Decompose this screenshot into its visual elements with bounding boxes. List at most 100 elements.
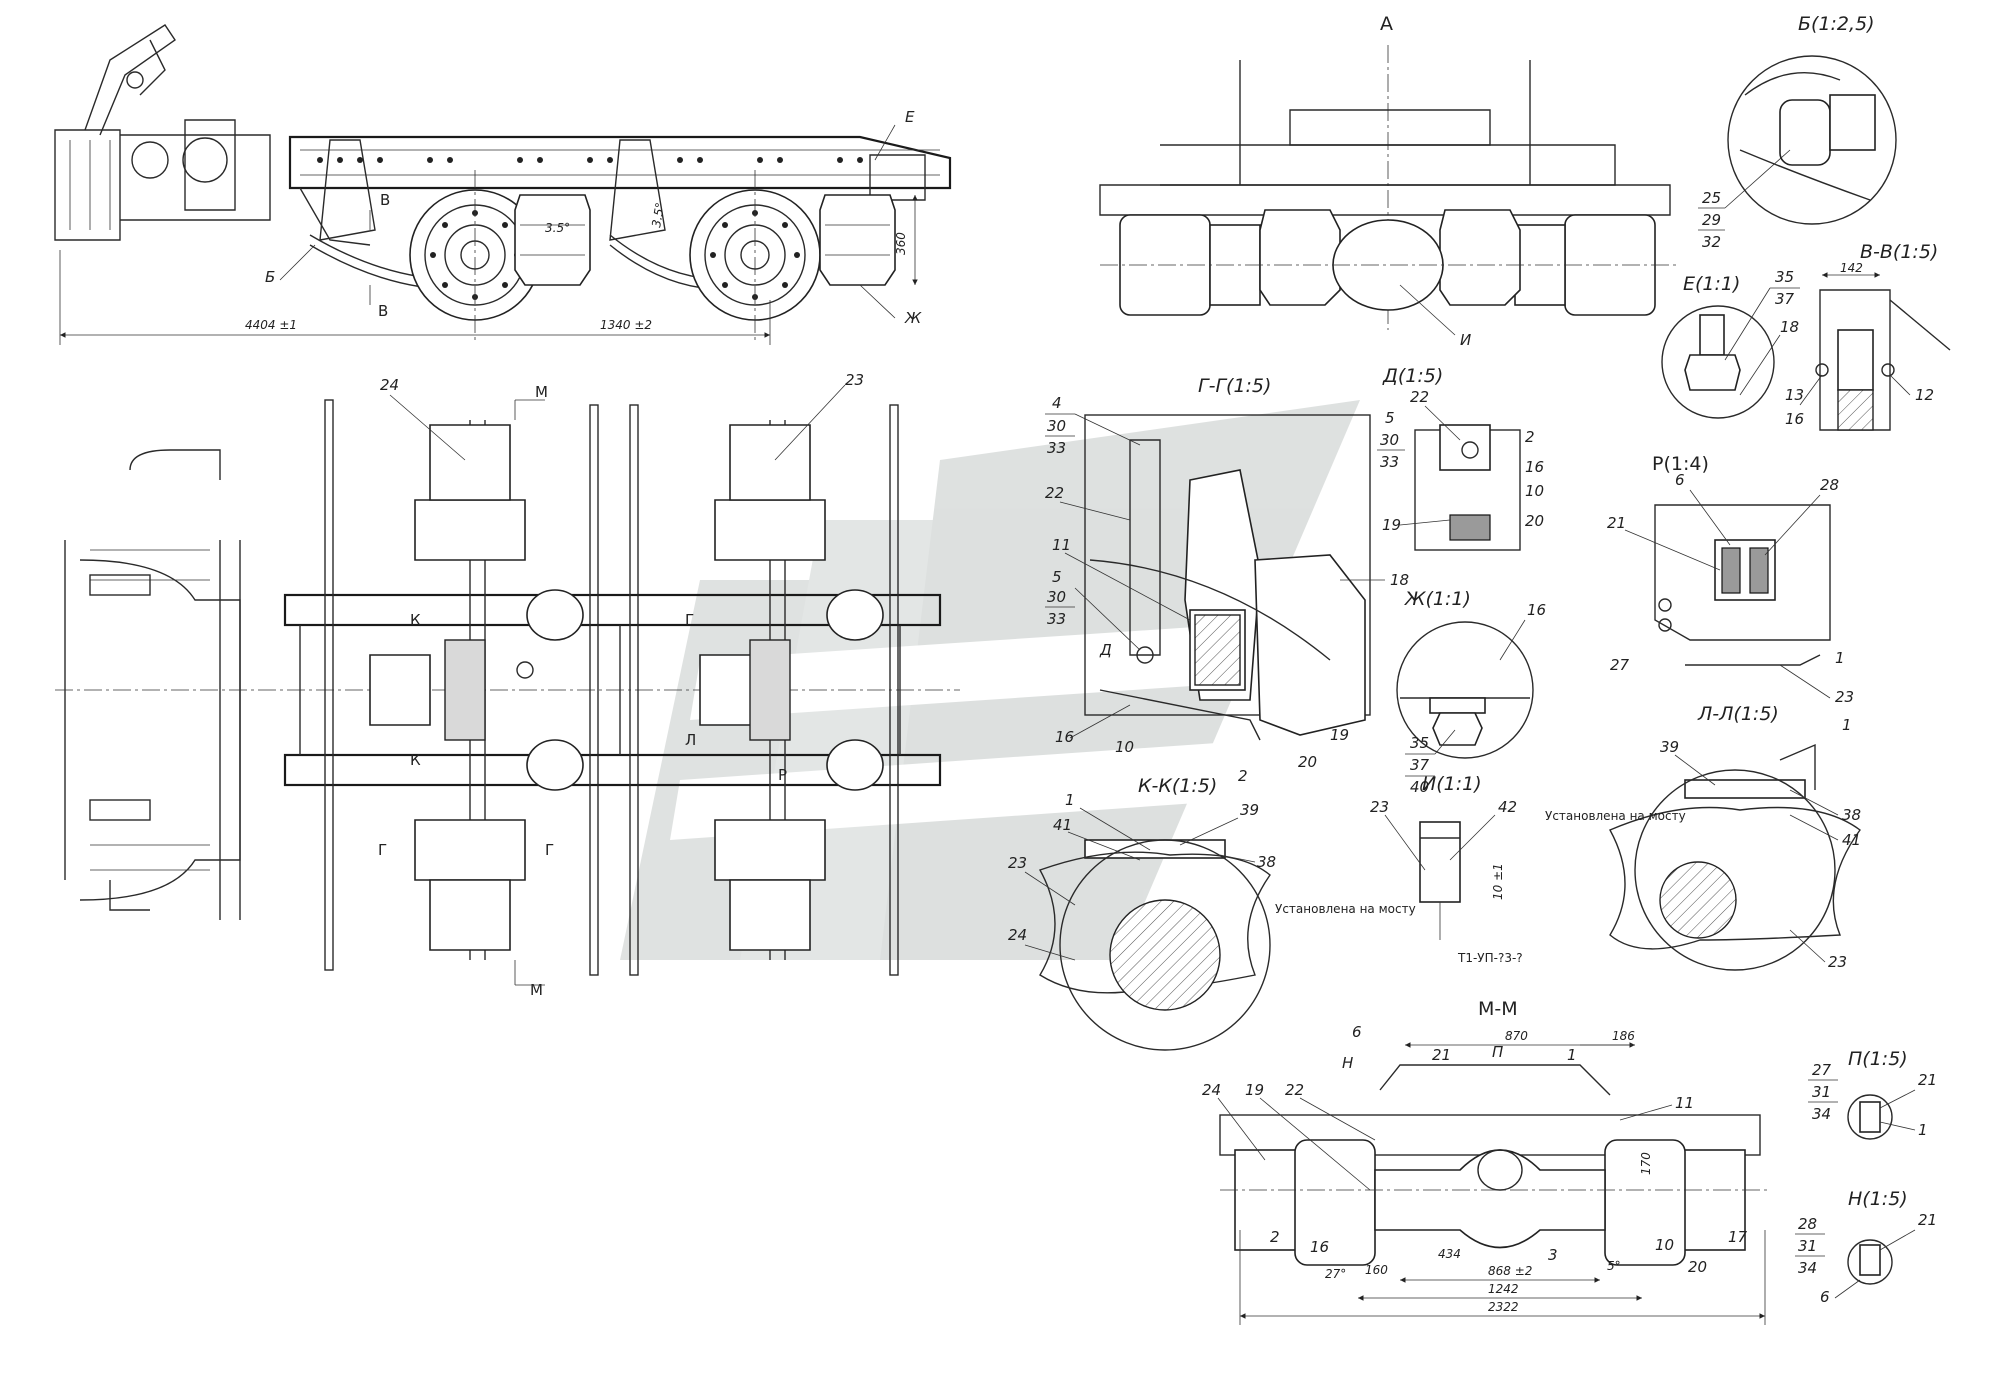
dim-870: 870 — [1505, 1029, 1528, 1043]
section-ll: Л-Л(1:5) 39 1 38 41 23 — [1609, 703, 1861, 971]
callout-p-21: 21 — [1918, 1071, 1937, 1089]
dim-5: 5° — [1607, 1259, 1621, 1273]
callout-p-1: 1 — [1918, 1121, 1928, 1139]
callout-kk-1: 1 — [1065, 791, 1075, 809]
section-k-top: К — [410, 611, 421, 629]
detail-d: Д(1:5) 22 5 30 33 2 16 10 20 19 — [1377, 365, 1544, 551]
detail-i: И(1:1) 23 42 Установлена на мосту 10 ±1 … — [1370, 773, 1686, 965]
callout-p-27: 27 — [1812, 1061, 1832, 1079]
callout-zh-35: 35 — [1410, 734, 1429, 752]
callout-n-6: 6 — [1820, 1288, 1830, 1306]
section-letter-n: Н — [1342, 1054, 1353, 1072]
dim-360: 360 — [894, 232, 908, 255]
note-marking: Т1-УП-?3-? — [1457, 951, 1523, 965]
callout-zh-16: 16 — [1527, 601, 1546, 619]
section-letter-v-bottom: В — [378, 302, 388, 320]
detail-p: П(1:5) 27 31 34 21 1 — [1808, 1048, 1937, 1140]
callout-d-33: 33 — [1380, 453, 1399, 471]
dim-434: 434 — [1438, 1247, 1461, 1261]
callout-gg-16: 16 — [1055, 728, 1074, 746]
callout-mm-21: 21 — [1432, 1046, 1451, 1064]
title-detail-b: Б(1:2,5) — [1798, 13, 1875, 35]
callout-vv-16: 16 — [1785, 410, 1804, 428]
dim-142: 142 — [1840, 261, 1863, 275]
title-view-a: А — [1380, 13, 1393, 35]
dim-10: 10 ±1 — [1491, 863, 1505, 900]
section-g-left: Г — [378, 841, 387, 859]
callout-n-34: 34 — [1798, 1259, 1817, 1277]
callout-gg-30b: 30 — [1047, 588, 1066, 606]
section-letter-d: Д — [1099, 641, 1112, 659]
callout-gg-2: 2 — [1238, 767, 1248, 785]
callout-mm-1: 1 — [1567, 1046, 1577, 1064]
view-letter-i: И — [1460, 331, 1471, 349]
view-a: А И — [1099, 13, 1680, 349]
callout-r-28: 28 — [1820, 476, 1839, 494]
callout-n-31: 31 — [1798, 1237, 1817, 1255]
title-section-gg: Г-Г(1:5) — [1198, 375, 1271, 397]
callout-mm-3: 3 — [1548, 1246, 1558, 1264]
callout-d-19: 19 — [1382, 516, 1401, 534]
section-m-bottom: М — [530, 981, 543, 999]
title-section-kk: К-К(1:5) — [1138, 775, 1217, 797]
section-k-bottom: К — [410, 751, 421, 769]
callout-mm-17: 17 — [1728, 1228, 1748, 1246]
callout-n-21: 21 — [1918, 1211, 1937, 1229]
dim-868: 868 ±2 — [1488, 1264, 1532, 1278]
title-detail-r: Р(1:4) — [1652, 453, 1709, 475]
callout-gg-22: 22 — [1045, 484, 1064, 502]
top-view: 24 23 М М К К Г Г Г Л Р — [55, 371, 960, 999]
callout-ll-1: 1 — [1842, 716, 1852, 734]
callout-r-1: 1 — [1835, 649, 1845, 667]
callout-d-16: 16 — [1525, 458, 1544, 476]
detail-e: Е(1:1) 35 37 18 — [1661, 268, 1800, 419]
section-mm: М-М 870 186 170 160 27° 434 5° 868 ±2 12… — [1202, 998, 1770, 1325]
callout-zh-40: 40 — [1410, 778, 1429, 796]
callout-24-top: 24 — [380, 376, 399, 394]
callout-r-21: 21 — [1607, 514, 1626, 532]
callout-gg-10: 10 — [1115, 738, 1134, 756]
callout-gg-18: 18 — [1390, 571, 1409, 589]
callout-gg-33b: 33 — [1047, 610, 1066, 628]
callout-23-top: 23 — [845, 371, 864, 389]
angle-3-5-b: 3.5° — [649, 201, 667, 228]
callout-d-2: 2 — [1525, 428, 1535, 446]
view-letter-b: Б — [265, 268, 275, 286]
callout-gg-19: 19 — [1330, 726, 1349, 744]
callout-kk-24: 24 — [1008, 926, 1027, 944]
callout-b-25: 25 — [1702, 189, 1721, 207]
callout-i-23: 23 — [1370, 798, 1389, 816]
callout-gg-30a: 30 — [1047, 417, 1066, 435]
callout-mm-24: 24 — [1202, 1081, 1221, 1099]
callout-gg-4: 4 — [1052, 394, 1062, 412]
callout-mm-16: 16 — [1310, 1238, 1329, 1256]
note-installed-on-axle-kk: Установлена на мосту — [1275, 902, 1416, 916]
callout-mm-6: 6 — [1352, 1023, 1362, 1041]
callout-ll-23: 23 — [1828, 953, 1847, 971]
callout-e-37: 37 — [1775, 290, 1795, 308]
side-view: 4404 ±1 1340 ±2 360 3.5° 3.5° Б В В Е Ж — [54, 24, 952, 345]
callout-kk-38: 38 — [1257, 853, 1276, 871]
section-kk: К-К(1:5) 1 41 39 38 23 24 Установлена на… — [1008, 775, 1416, 1051]
section-l-lower: Л — [685, 731, 696, 749]
callout-vv-12: 12 — [1915, 386, 1934, 404]
callout-mm-19: 19 — [1245, 1081, 1264, 1099]
callout-ll-39: 39 — [1660, 738, 1679, 756]
callout-ll-41: 41 — [1842, 831, 1861, 849]
dim-186: 186 — [1612, 1029, 1635, 1043]
callout-ll-38: 38 — [1842, 806, 1861, 824]
callout-gg-5: 5 — [1052, 568, 1062, 586]
callout-mm-10: 10 — [1655, 1236, 1674, 1254]
detail-b: Б(1:2,5) 25 29 32 — [1698, 13, 1897, 251]
callout-kk-41: 41 — [1053, 816, 1072, 834]
section-gg: Г-Г(1:5) 4 30 33 22 11 5 30 33 Д 18 16 1… — [1045, 375, 1409, 785]
section-m-top: М — [535, 383, 548, 401]
section-letter-p: П — [1492, 1043, 1503, 1061]
section-letter-v-top: В — [380, 191, 390, 209]
callout-e-35: 35 — [1775, 268, 1794, 286]
callout-gg-33a: 33 — [1047, 439, 1066, 457]
callout-i-42: 42 — [1498, 798, 1517, 816]
view-letter-zh: Ж — [904, 309, 922, 327]
frame-rivets — [317, 157, 863, 163]
